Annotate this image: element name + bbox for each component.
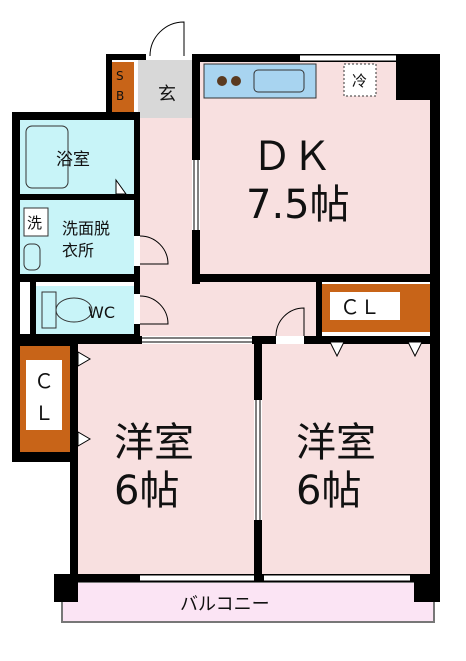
western-right-size-label: 6帖 [296, 468, 361, 514]
balcony-label: バルコニー [180, 594, 270, 615]
sb-label-top: S [116, 69, 124, 83]
bathtub-icon [25, 125, 69, 189]
fridge-space [343, 63, 377, 97]
washroom-label-line2: 衣所 [62, 241, 94, 260]
toilet-bowl-icon [55, 297, 93, 323]
window-gaps [140, 55, 410, 581]
closet-door-markers [77, 178, 423, 447]
closet-left-inner [26, 360, 62, 430]
genkan-label: 玄 [158, 84, 176, 105]
bath-floor [20, 120, 134, 194]
entrance-floor [138, 60, 198, 118]
closet-left-label-top: Ｃ [34, 369, 54, 393]
wash-basin-icon [23, 243, 41, 271]
dk-name-label: ＤＫ [252, 134, 332, 180]
western-right-floor [262, 342, 434, 578]
door-arcs [139, 21, 305, 520]
western-left-floor [76, 342, 256, 578]
bath-label: 浴室 [56, 150, 90, 170]
balcony-floor [62, 582, 434, 622]
sink-icon [253, 69, 305, 93]
sb-storage [112, 62, 134, 112]
wc-floor [36, 286, 134, 334]
wc-label: WC [88, 303, 115, 322]
washing-machine-icon [23, 207, 49, 237]
door-openings [134, 54, 304, 520]
window-lines [140, 54, 410, 582]
western-left-name-label: 洋室 [114, 420, 194, 466]
sb-label-bottom: B [116, 89, 124, 103]
stove-burner-icon [231, 76, 241, 86]
wash-icon-label: 洗 [27, 214, 42, 232]
closet-right-inner [330, 292, 400, 320]
closet-right-label: ＣＬ [340, 295, 380, 319]
hallway-lower-floor [138, 282, 318, 338]
dk-size-label: 7.5帖 [246, 182, 350, 228]
western-right-name-label: 洋室 [296, 420, 376, 466]
closet-left-label-bottom: Ｌ [34, 401, 54, 425]
washroom-label-line1: 洗面脱 [62, 219, 110, 238]
stove-burner-icon [217, 76, 227, 86]
western-left-size-label: 6帖 [114, 468, 179, 514]
fridge-label: 冷 [352, 72, 367, 90]
